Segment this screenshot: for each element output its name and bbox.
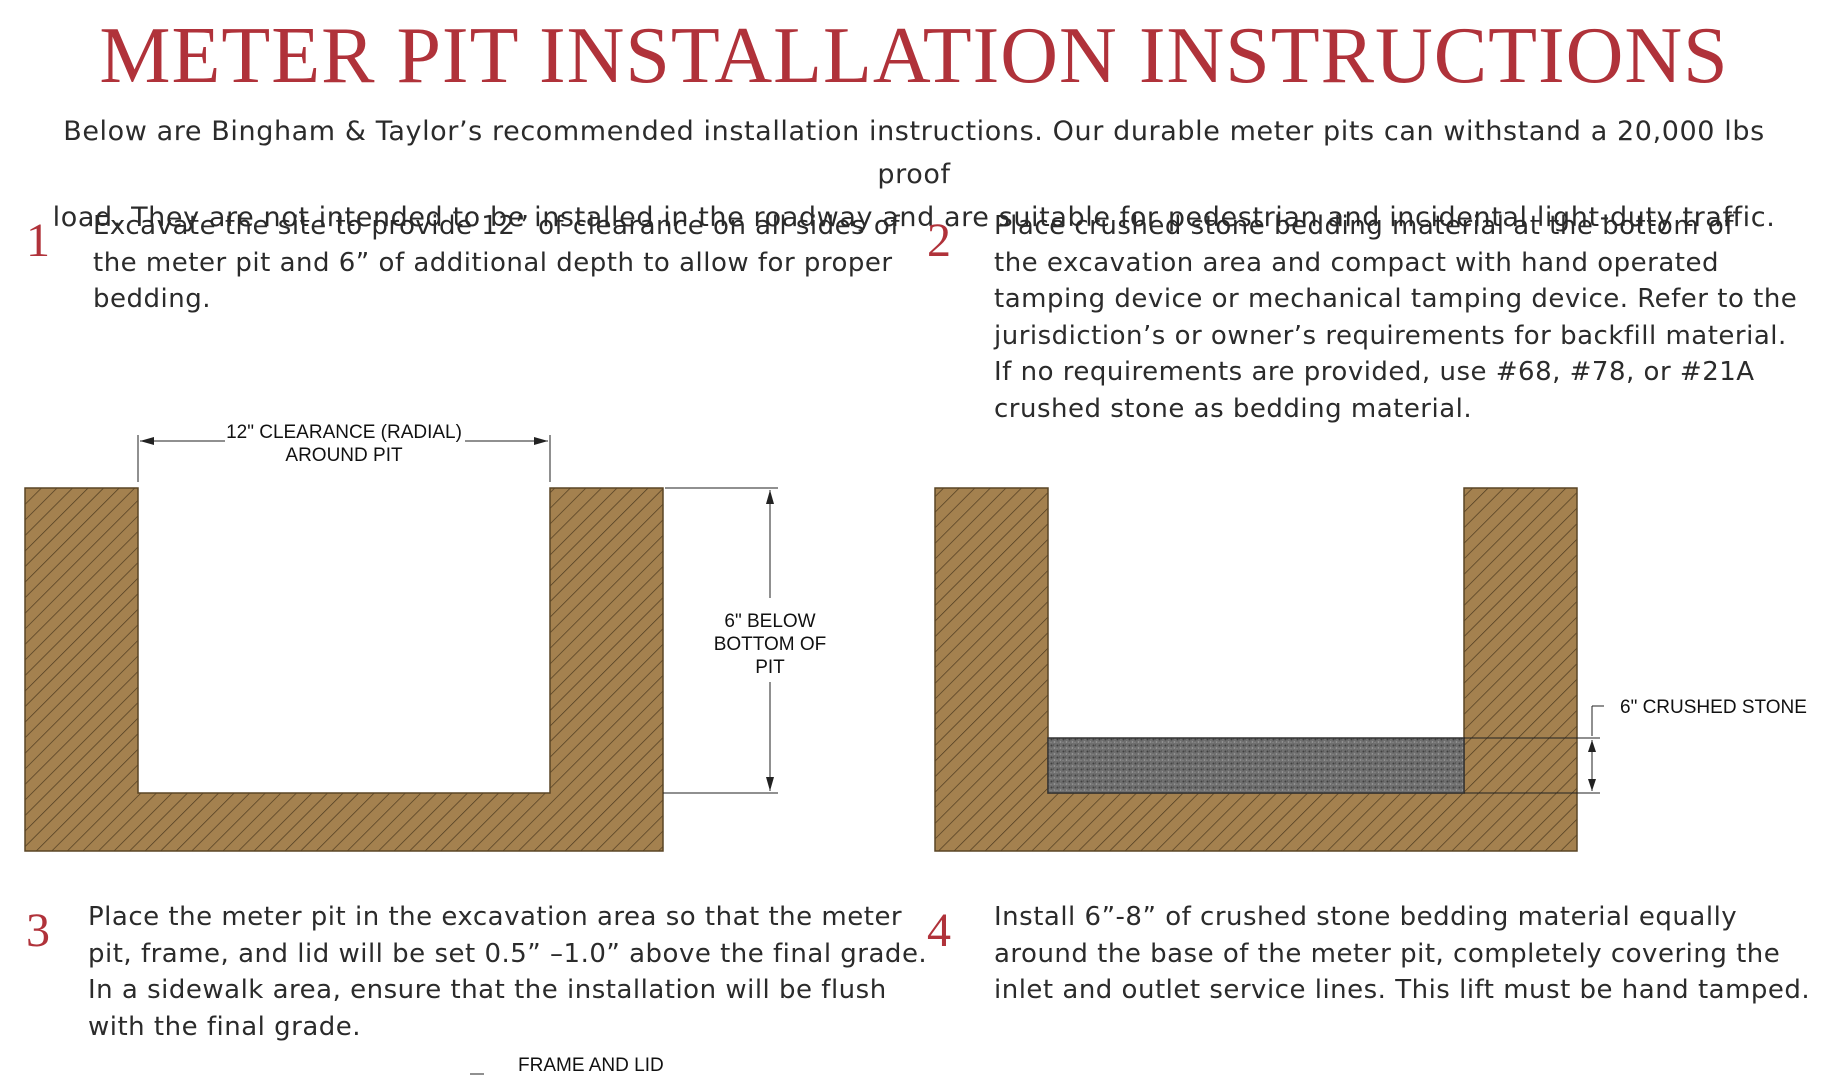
intro-line: Below are Bingham & Taylor’s recommended…: [63, 116, 1765, 190]
step-number: 2: [927, 214, 951, 267]
step-line: the excavation area and compact with han…: [994, 247, 1719, 278]
step-line: jurisdiction’s or owner’s requirements f…: [994, 320, 1787, 351]
step-line: tamping device or mechanical tamping dev…: [994, 284, 1798, 314]
step-line: the meter pit and 6” of additional depth…: [93, 247, 893, 278]
step-3-text: Place the meter pit in the excavation ar…: [88, 899, 927, 1045]
stone-label: 6" CRUSHED STONE: [1620, 697, 1807, 718]
step-line: Place crushed stone bedding material at …: [994, 211, 1734, 241]
frame-label: FRAME AND LID: [518, 1055, 664, 1076]
frame-diagram: FRAME AND LID: [470, 1055, 664, 1076]
depth-label: PIT: [755, 657, 785, 678]
intro-paragraph: Below are Bingham & Taylor’s recommended…: [30, 110, 1798, 239]
soil-section: [24, 487, 664, 852]
step-line: Excavate the site to provide 12” of clea…: [93, 211, 900, 241]
step-4-text: Install 6”-8” of crushed stone bedding m…: [994, 899, 1810, 1009]
excavation-diagram: 12" CLEARANCE (RADIAL) AROUND PIT 6" BEL…: [24, 422, 827, 852]
step-1-text: Excavate the site to provide 12” of clea…: [93, 208, 900, 318]
step-line: with the final grade.: [88, 1011, 362, 1042]
depth-label: BOTTOM OF: [714, 634, 827, 655]
step-line: inlet and outlet service lines. This lif…: [994, 975, 1811, 1005]
intro-line: load. They are not intended to be instal…: [52, 202, 1776, 233]
step-2-text: Place crushed stone bedding material at …: [994, 208, 1797, 427]
step-line: pit, frame, and lid will be set 0.5” –1.…: [88, 938, 928, 969]
step-line: Place the meter pit in the excavation ar…: [88, 902, 903, 932]
depth-label: 6" BELOW: [724, 611, 815, 632]
step-number: 1: [26, 214, 50, 267]
step-line: Install 6”-8” of crushed stone bedding m…: [994, 902, 1738, 932]
step-line: crushed stone as bedding material.: [994, 393, 1473, 424]
step-line: If no requirements are provided, use #68…: [994, 357, 1755, 387]
soil-section: [934, 487, 1578, 852]
clearance-label: 12" CLEARANCE (RADIAL): [226, 422, 462, 443]
step-number: 4: [927, 904, 951, 957]
page-title: METER PIT INSTALLATION INSTRUCTIONS: [99, 12, 1729, 100]
step-line: In a sidewalk area, ensure that the inst…: [88, 975, 887, 1005]
step-line: bedding.: [93, 284, 211, 314]
step-number: 3: [26, 904, 50, 957]
bedding-diagram: 6" CRUSHED STONE: [934, 487, 1807, 852]
step-line: around the base of the meter pit, comple…: [994, 938, 1781, 969]
clearance-label: AROUND PIT: [285, 445, 403, 466]
